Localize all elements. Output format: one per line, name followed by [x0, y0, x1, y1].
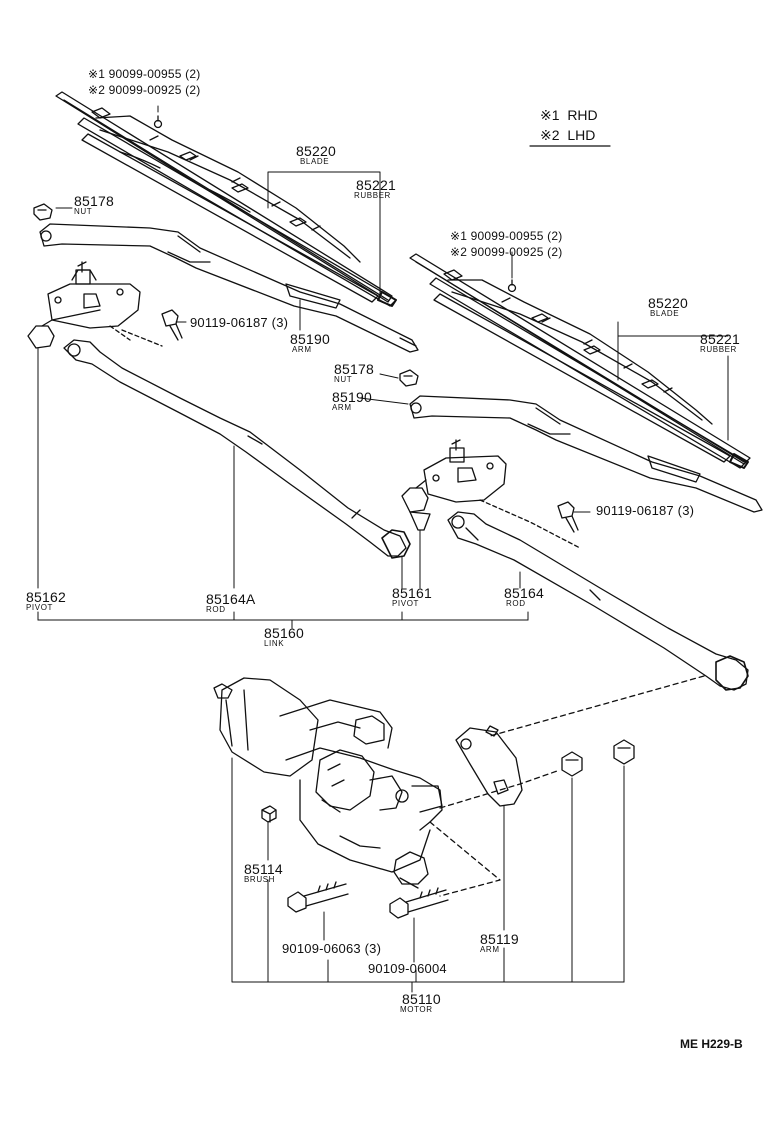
legend-rhd-mark: ※1 — [540, 107, 560, 123]
rubber-right-number: 85221 — [700, 331, 740, 347]
blade-right-number: 85220 — [648, 295, 688, 311]
rod-right-number: 85164 — [504, 585, 544, 601]
brush-drawing — [261, 805, 277, 823]
blade-right-name: BLADE — [650, 309, 680, 318]
pivot-left-number: 85162 — [26, 589, 66, 605]
motor-bolt-2-label: 90109-06004 — [368, 961, 447, 976]
blade-left-number: 85220 — [296, 143, 336, 159]
motor-bolt-1-drawing — [287, 881, 349, 913]
left-nut-drawing — [33, 203, 53, 221]
arm-left-name: ARM — [292, 345, 312, 354]
left-screw-drawing — [153, 115, 163, 129]
left-arm-drawing — [39, 223, 419, 353]
crank-arm-drawing — [439, 725, 561, 809]
crank-arm-number: 85119 — [480, 931, 519, 947]
washer-nut-drawing — [561, 739, 635, 777]
brush-number: 85114 — [244, 861, 283, 877]
rod-right-name: ROD — [506, 599, 526, 608]
blade-left-name: BLADE — [300, 157, 330, 166]
legend-lhd-text: LHD — [567, 127, 596, 143]
leader-lines — [37, 105, 729, 993]
nut-left-name: NUT — [74, 207, 93, 216]
screw-left-label-2: ※2 90099-00925 (2) — [88, 83, 201, 97]
bolt-right-label: 90119-06187 (3) — [596, 503, 695, 518]
legend-rhd-text: RHD — [567, 107, 598, 123]
arm-left-number: 85190 — [290, 331, 330, 347]
diagram-reference-code: ME H229-B — [680, 1037, 743, 1051]
right-arm-drawing — [409, 395, 763, 513]
legend-lhd-mark: ※2 — [540, 127, 560, 143]
rod-left-name: ROD — [206, 605, 226, 614]
screw-right-label-2: ※2 90099-00925 (2) — [450, 245, 563, 259]
rod-to-crank-dashed — [489, 675, 705, 737]
legend-rhd: ※1 RHD — [540, 108, 598, 122]
link-name: LINK — [264, 639, 285, 648]
rubber-left-number: 85221 — [356, 177, 396, 193]
screw-right-label-1: ※1 90099-00955 (2) — [450, 229, 563, 243]
bolt-left-label: 90119-06187 (3) — [190, 315, 289, 330]
motor-number: 85110 — [402, 991, 441, 1007]
right-pivot-drawing — [401, 439, 581, 549]
rod-left-number: 85164A — [206, 591, 256, 607]
crank-arm-name: ARM — [480, 945, 500, 954]
motor-drawing — [213, 677, 443, 889]
rubber-right-name: RUBBER — [700, 345, 737, 354]
left-bolt-drawing — [161, 309, 183, 341]
brush-name: BRUSH — [244, 875, 276, 884]
left-blade-drawing — [55, 91, 397, 307]
pivot-left-name: PIVOT — [26, 603, 54, 612]
motor-name: MOTOR — [400, 1005, 433, 1014]
motor-bolt-1-label: 90109-06063 (3) — [282, 941, 382, 956]
nut-left-number: 85178 — [74, 193, 114, 209]
right-screw-drawing — [507, 279, 517, 293]
screw-left-label-1: ※1 90099-00955 (2) — [88, 67, 201, 81]
motor-bolt-2-drawing — [389, 887, 449, 919]
nut-right-name: NUT — [334, 375, 353, 384]
left-pivot-drawing — [27, 261, 163, 349]
right-blade-drawing — [409, 253, 751, 469]
right-bolt-drawing — [557, 501, 579, 533]
pivot-right-number: 85161 — [392, 585, 432, 601]
arm-right-number: 85190 — [332, 389, 372, 405]
left-rod-drawing — [63, 339, 411, 559]
arm-right-name: ARM — [332, 403, 352, 412]
right-nut-drawing — [399, 369, 419, 387]
pivot-right-name: PIVOT — [392, 599, 420, 608]
right-rod-drawing — [447, 511, 749, 691]
bolt-dashed — [429, 821, 501, 897]
legend-lhd: ※2 LHD — [540, 128, 595, 142]
link-number: 85160 — [264, 625, 304, 641]
nut-right-number: 85178 — [334, 361, 374, 377]
rubber-left-name: RUBBER — [354, 191, 391, 200]
